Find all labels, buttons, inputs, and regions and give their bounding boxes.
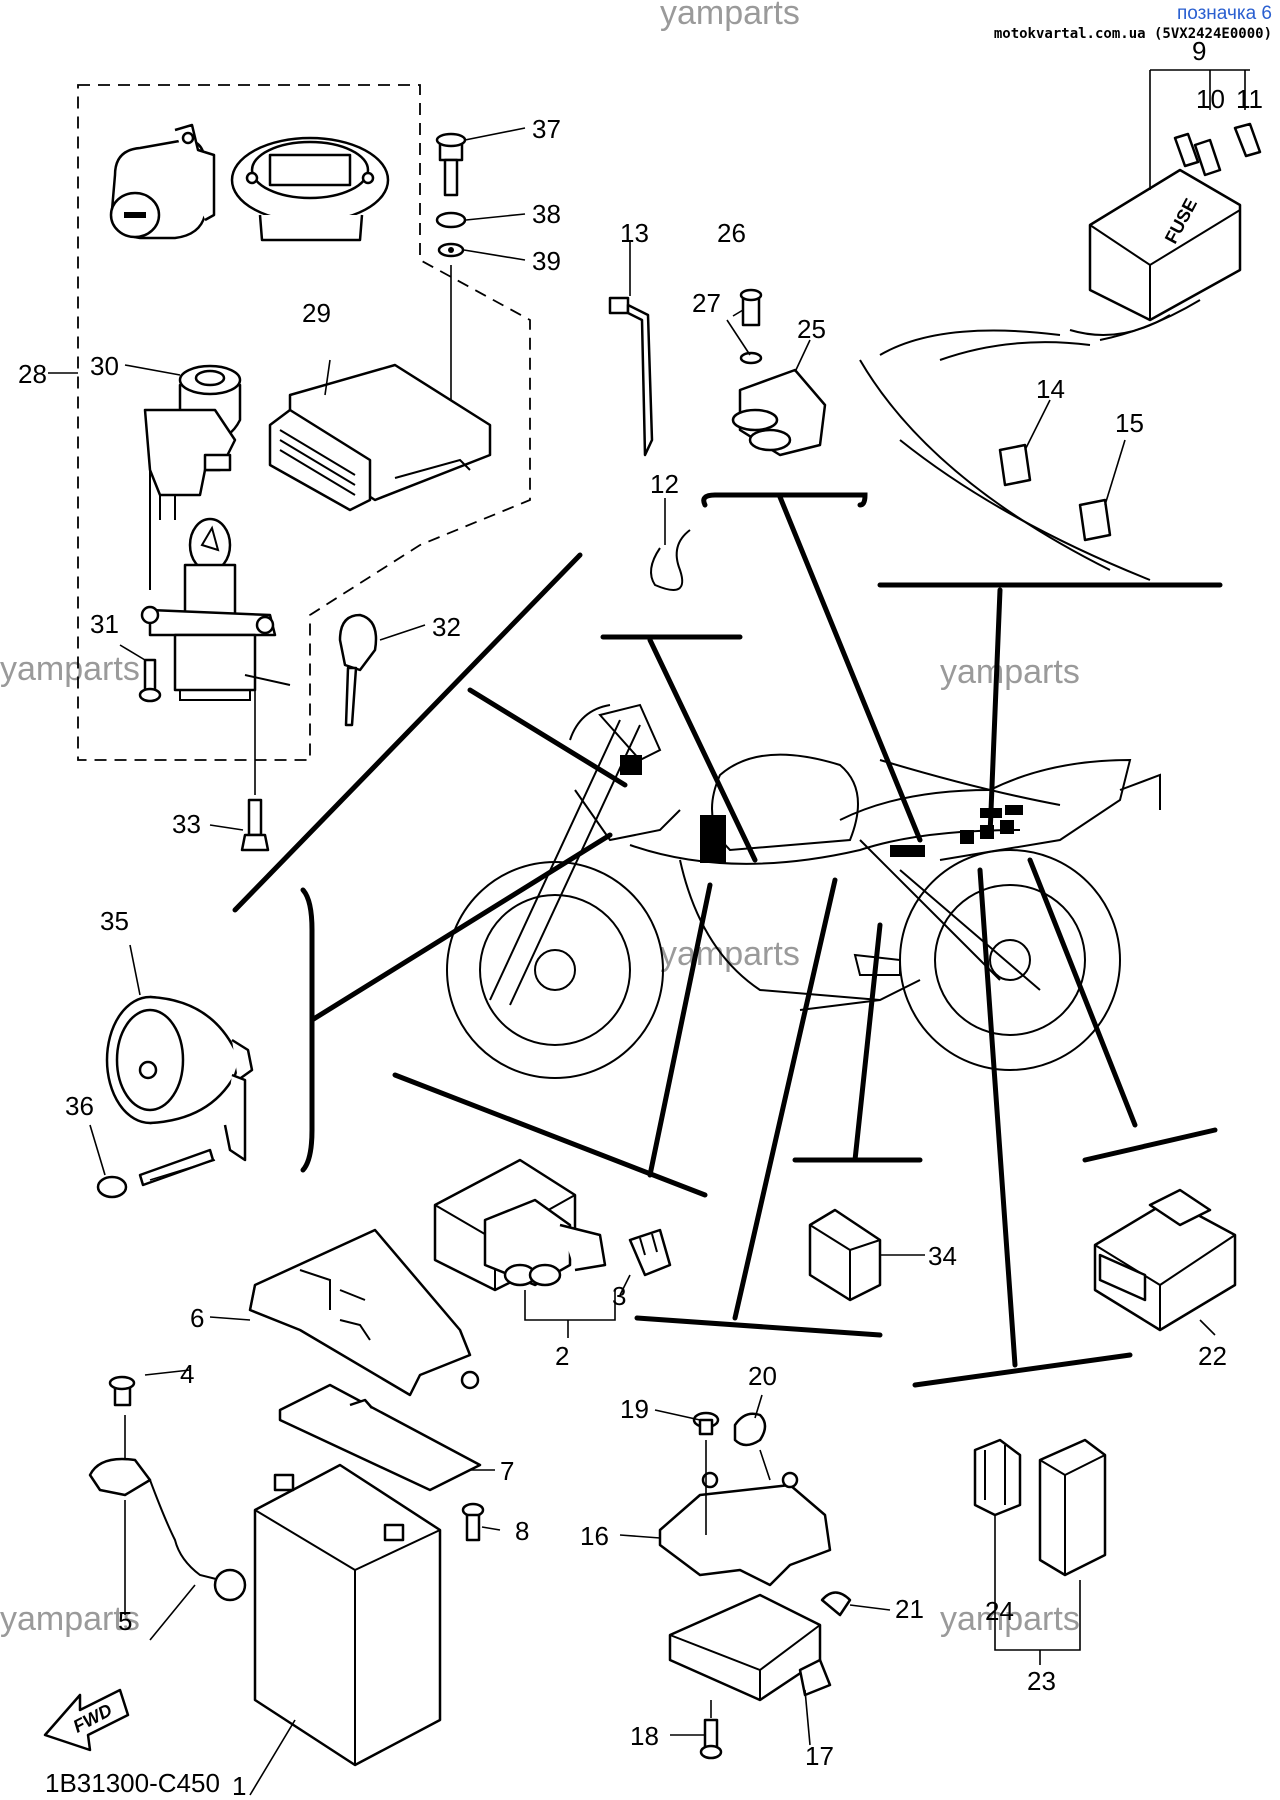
battery-pad [278,1383,495,1492]
label-5: 5 [118,1606,132,1636]
screw-stack [435,127,526,470]
label-15: 15 [1115,408,1144,438]
ignition-group-outline [48,84,531,761]
label-22: 22 [1198,1341,1227,1371]
label-10: 10 [1196,84,1225,114]
label-29: 29 [302,298,331,328]
label-2: 2 [555,1341,569,1371]
watermark-right: yamparts [940,653,1080,691]
relay-34 [808,1208,925,1302]
watermark-left: yamparts [0,650,140,688]
label-8: 8 [515,1516,529,1546]
motorcycle [446,703,1161,1079]
steering-lock [140,517,291,701]
site-note: позначка 6 motokvartal.com.ua (5VX2424E0… [994,2,1272,43]
label-39: 39 [532,246,561,276]
label-35: 35 [100,906,129,936]
harness-clamps [859,329,1151,581]
label-30: 30 [90,351,119,381]
watermark-bottom-left: yamparts [0,1600,140,1638]
label-18: 18 [630,1721,659,1751]
label-13: 13 [620,218,649,248]
fuse-box: FUSE [1069,69,1262,341]
flasher-relay [1093,1188,1237,1336]
battery-lead [88,1369,247,1641]
label-27: 27 [692,288,721,318]
label-21: 21 [895,1594,924,1624]
label-4: 4 [180,1359,194,1389]
horn [105,944,254,1162]
label-12: 12 [650,469,679,499]
label-24: 24 [985,1596,1014,1626]
label-33: 33 [172,809,201,839]
ignitor-unit [268,359,492,512]
label-19: 19 [620,1394,649,1424]
starter-relay-25 [726,288,827,457]
label-23: 23 [1027,1666,1056,1696]
label-11: 11 [1236,84,1263,114]
main-switch [143,364,242,590]
control-unit [668,1591,891,1760]
label-26: 26 [717,218,746,248]
label-7: 7 [500,1456,514,1486]
seat-lock-cylinder [109,123,216,240]
battery-bracket [209,1228,480,1397]
label-badge: позначка 6 [1176,3,1272,24]
label-1: 1 [232,1771,246,1800]
label-38: 38 [532,199,561,229]
watermark-center: yamparts [660,935,800,973]
fuel-cap [230,136,390,242]
watermark-top: yamparts [660,0,800,32]
drawing-code: 1B31300-C450 [45,1768,220,1798]
watermark-bottom-right: yamparts [940,1600,1080,1638]
label-32: 32 [432,612,461,642]
label-6: 6 [190,1303,204,1333]
callout-brackets [232,492,1223,1388]
label-16: 16 [580,1521,609,1551]
label-34: 34 [928,1241,957,1271]
label-3: 3 [612,1281,626,1311]
battery [249,1463,442,1796]
label-9: 9 [1192,36,1206,66]
bolt-33 [209,690,270,852]
source-line: motokvartal.com.ua (5VX2424E0000) [993,25,1272,42]
wire-clip [650,498,691,591]
cable-tie [608,242,654,457]
label-28: 28 [18,359,47,389]
label-20: 20 [748,1361,777,1391]
part-number-labels: 1 2 3 4 5 6 7 8 9 10 11 12 13 14 15 16 1… [18,36,1263,1800]
relay-23 [973,1438,1107,1665]
label-17: 17 [805,1741,834,1771]
bolt-31 [119,644,162,703]
key [338,613,426,727]
label-25: 25 [797,314,826,344]
label-37: 37 [532,114,561,144]
fwd-arrow: FWD [43,1688,130,1752]
mounting-plate [619,1394,832,1587]
label-36: 36 [65,1091,94,1121]
bolt-8 [461,1502,501,1542]
starter-relay [433,1158,672,1338]
label-31: 31 [90,609,119,639]
label-14: 14 [1036,374,1065,404]
bolt-36 [89,1124,216,1199]
